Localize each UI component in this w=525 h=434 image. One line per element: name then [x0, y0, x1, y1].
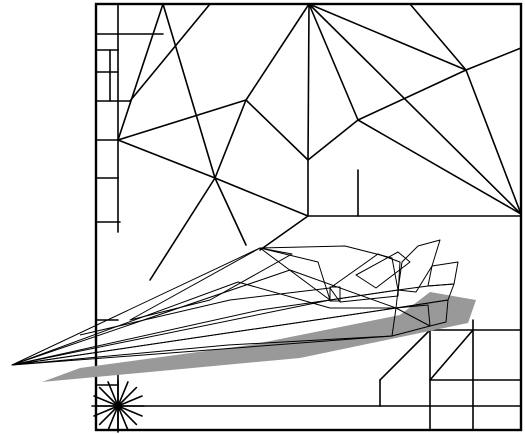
- plane-canopy: [356, 252, 410, 288]
- burst-ray: [100, 388, 118, 406]
- plane-hull-mid: [12, 270, 396, 365]
- plane-fold-line-2: [80, 288, 330, 335]
- radial-burst-corner: [92, 380, 144, 432]
- diagonal-creases: [118, 4, 521, 280]
- burst-ray: [118, 406, 136, 424]
- plane-tail-fin-right: [428, 262, 458, 286]
- burst-ray: [118, 388, 136, 406]
- burst-ray: [100, 406, 118, 424]
- origami-plane-illustration: [12, 240, 458, 365]
